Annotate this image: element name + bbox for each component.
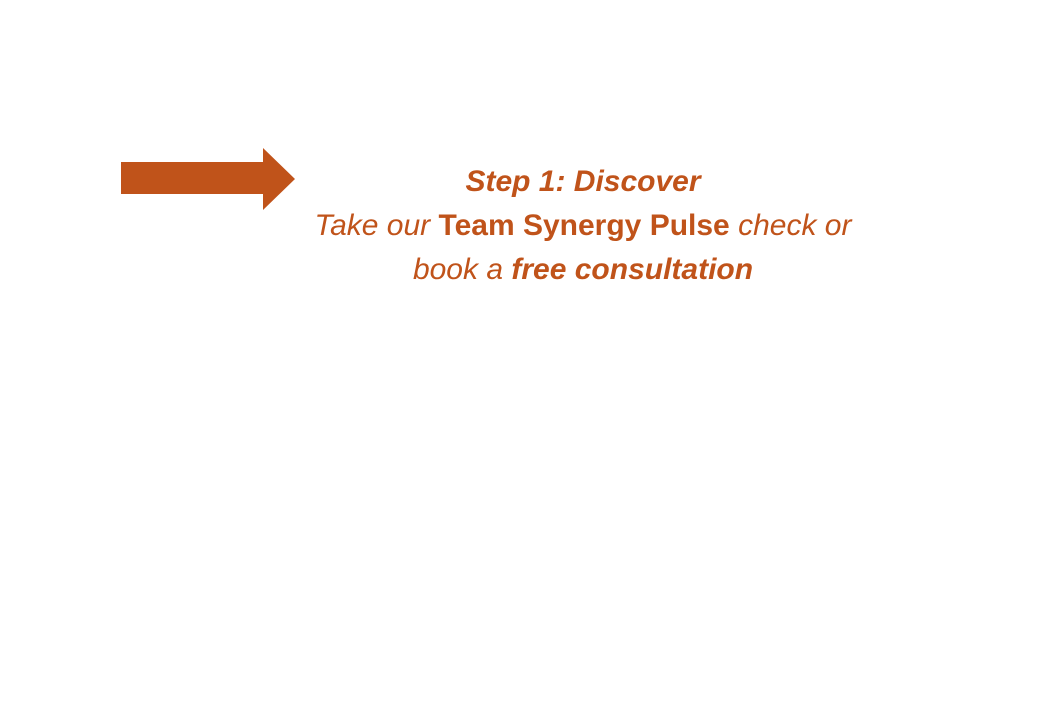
description-text: check or <box>729 209 852 242</box>
description-text: book a <box>412 253 512 286</box>
product-name: Team Synergy Pulse <box>438 209 730 242</box>
step-title: Step 1: Discover <box>465 165 701 198</box>
free-consultation-highlight: free consultation <box>511 253 754 286</box>
step-card: Step 1: Discover Take our Team Synergy P… <box>230 160 936 292</box>
step-description-line-1: Take our Team Synergy Pulse check or <box>230 204 936 248</box>
step-description-line-2: book a free consultation <box>230 248 936 292</box>
right-arrow-icon <box>121 148 295 210</box>
description-text: Take our <box>314 209 439 242</box>
